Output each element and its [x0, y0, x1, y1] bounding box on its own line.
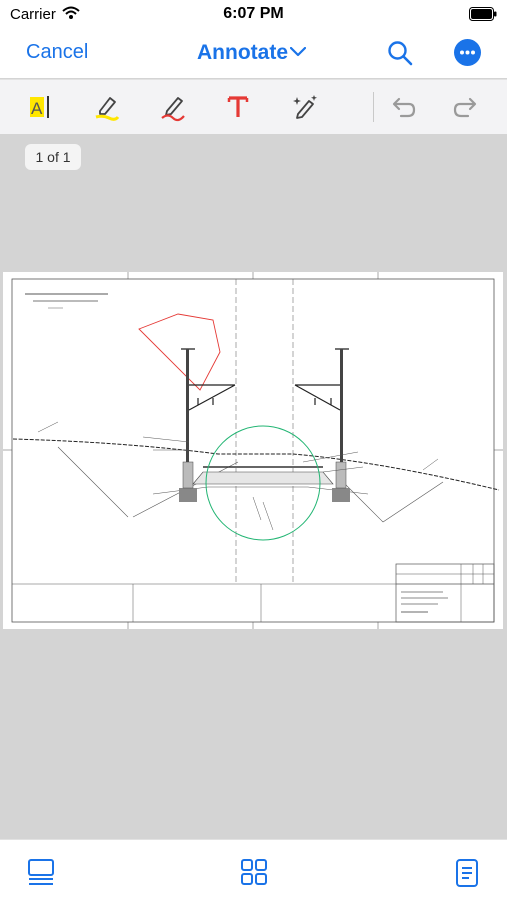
magic-pen-icon[interactable] — [290, 92, 320, 122]
toolbar-divider — [373, 92, 374, 122]
highlighter-icon[interactable] — [91, 92, 121, 122]
page-indicator: 1 of 1 — [25, 144, 81, 170]
carrier-label: Carrier — [10, 6, 56, 23]
ellipsis-icon — [460, 50, 475, 55]
cancel-button[interactable]: Cancel — [26, 41, 89, 63]
status-bar: Carrier 6:07 PM — [0, 0, 507, 30]
text-highlight-icon[interactable]: A — [26, 92, 56, 122]
battery-icon — [469, 7, 497, 21]
undo-icon[interactable] — [387, 92, 417, 122]
document-viewer[interactable]: 1 of 1 — [0, 134, 507, 839]
bottom-toolbar — [0, 839, 507, 901]
annotation-toolbar: A — [0, 79, 507, 134]
text-icon[interactable] — [223, 92, 253, 122]
search-icon[interactable] — [387, 40, 413, 66]
redo-icon[interactable] — [452, 92, 482, 122]
more-options-button[interactable] — [454, 39, 481, 66]
navigation-bar: Cancel Annotate — [0, 30, 507, 78]
pen-icon[interactable] — [158, 92, 188, 122]
status-time: 6:07 PM — [223, 5, 284, 22]
thumbnails-icon[interactable] — [240, 858, 268, 886]
wifi-icon — [62, 6, 80, 19]
annotate-menu-title[interactable]: Annotate — [197, 41, 288, 64]
svg-text:A: A — [31, 99, 43, 118]
outline-icon[interactable] — [27, 858, 55, 886]
chevron-down-icon[interactable] — [290, 47, 306, 57]
pdf-page-drawing[interactable] — [3, 272, 503, 629]
document-icon[interactable] — [455, 858, 479, 888]
